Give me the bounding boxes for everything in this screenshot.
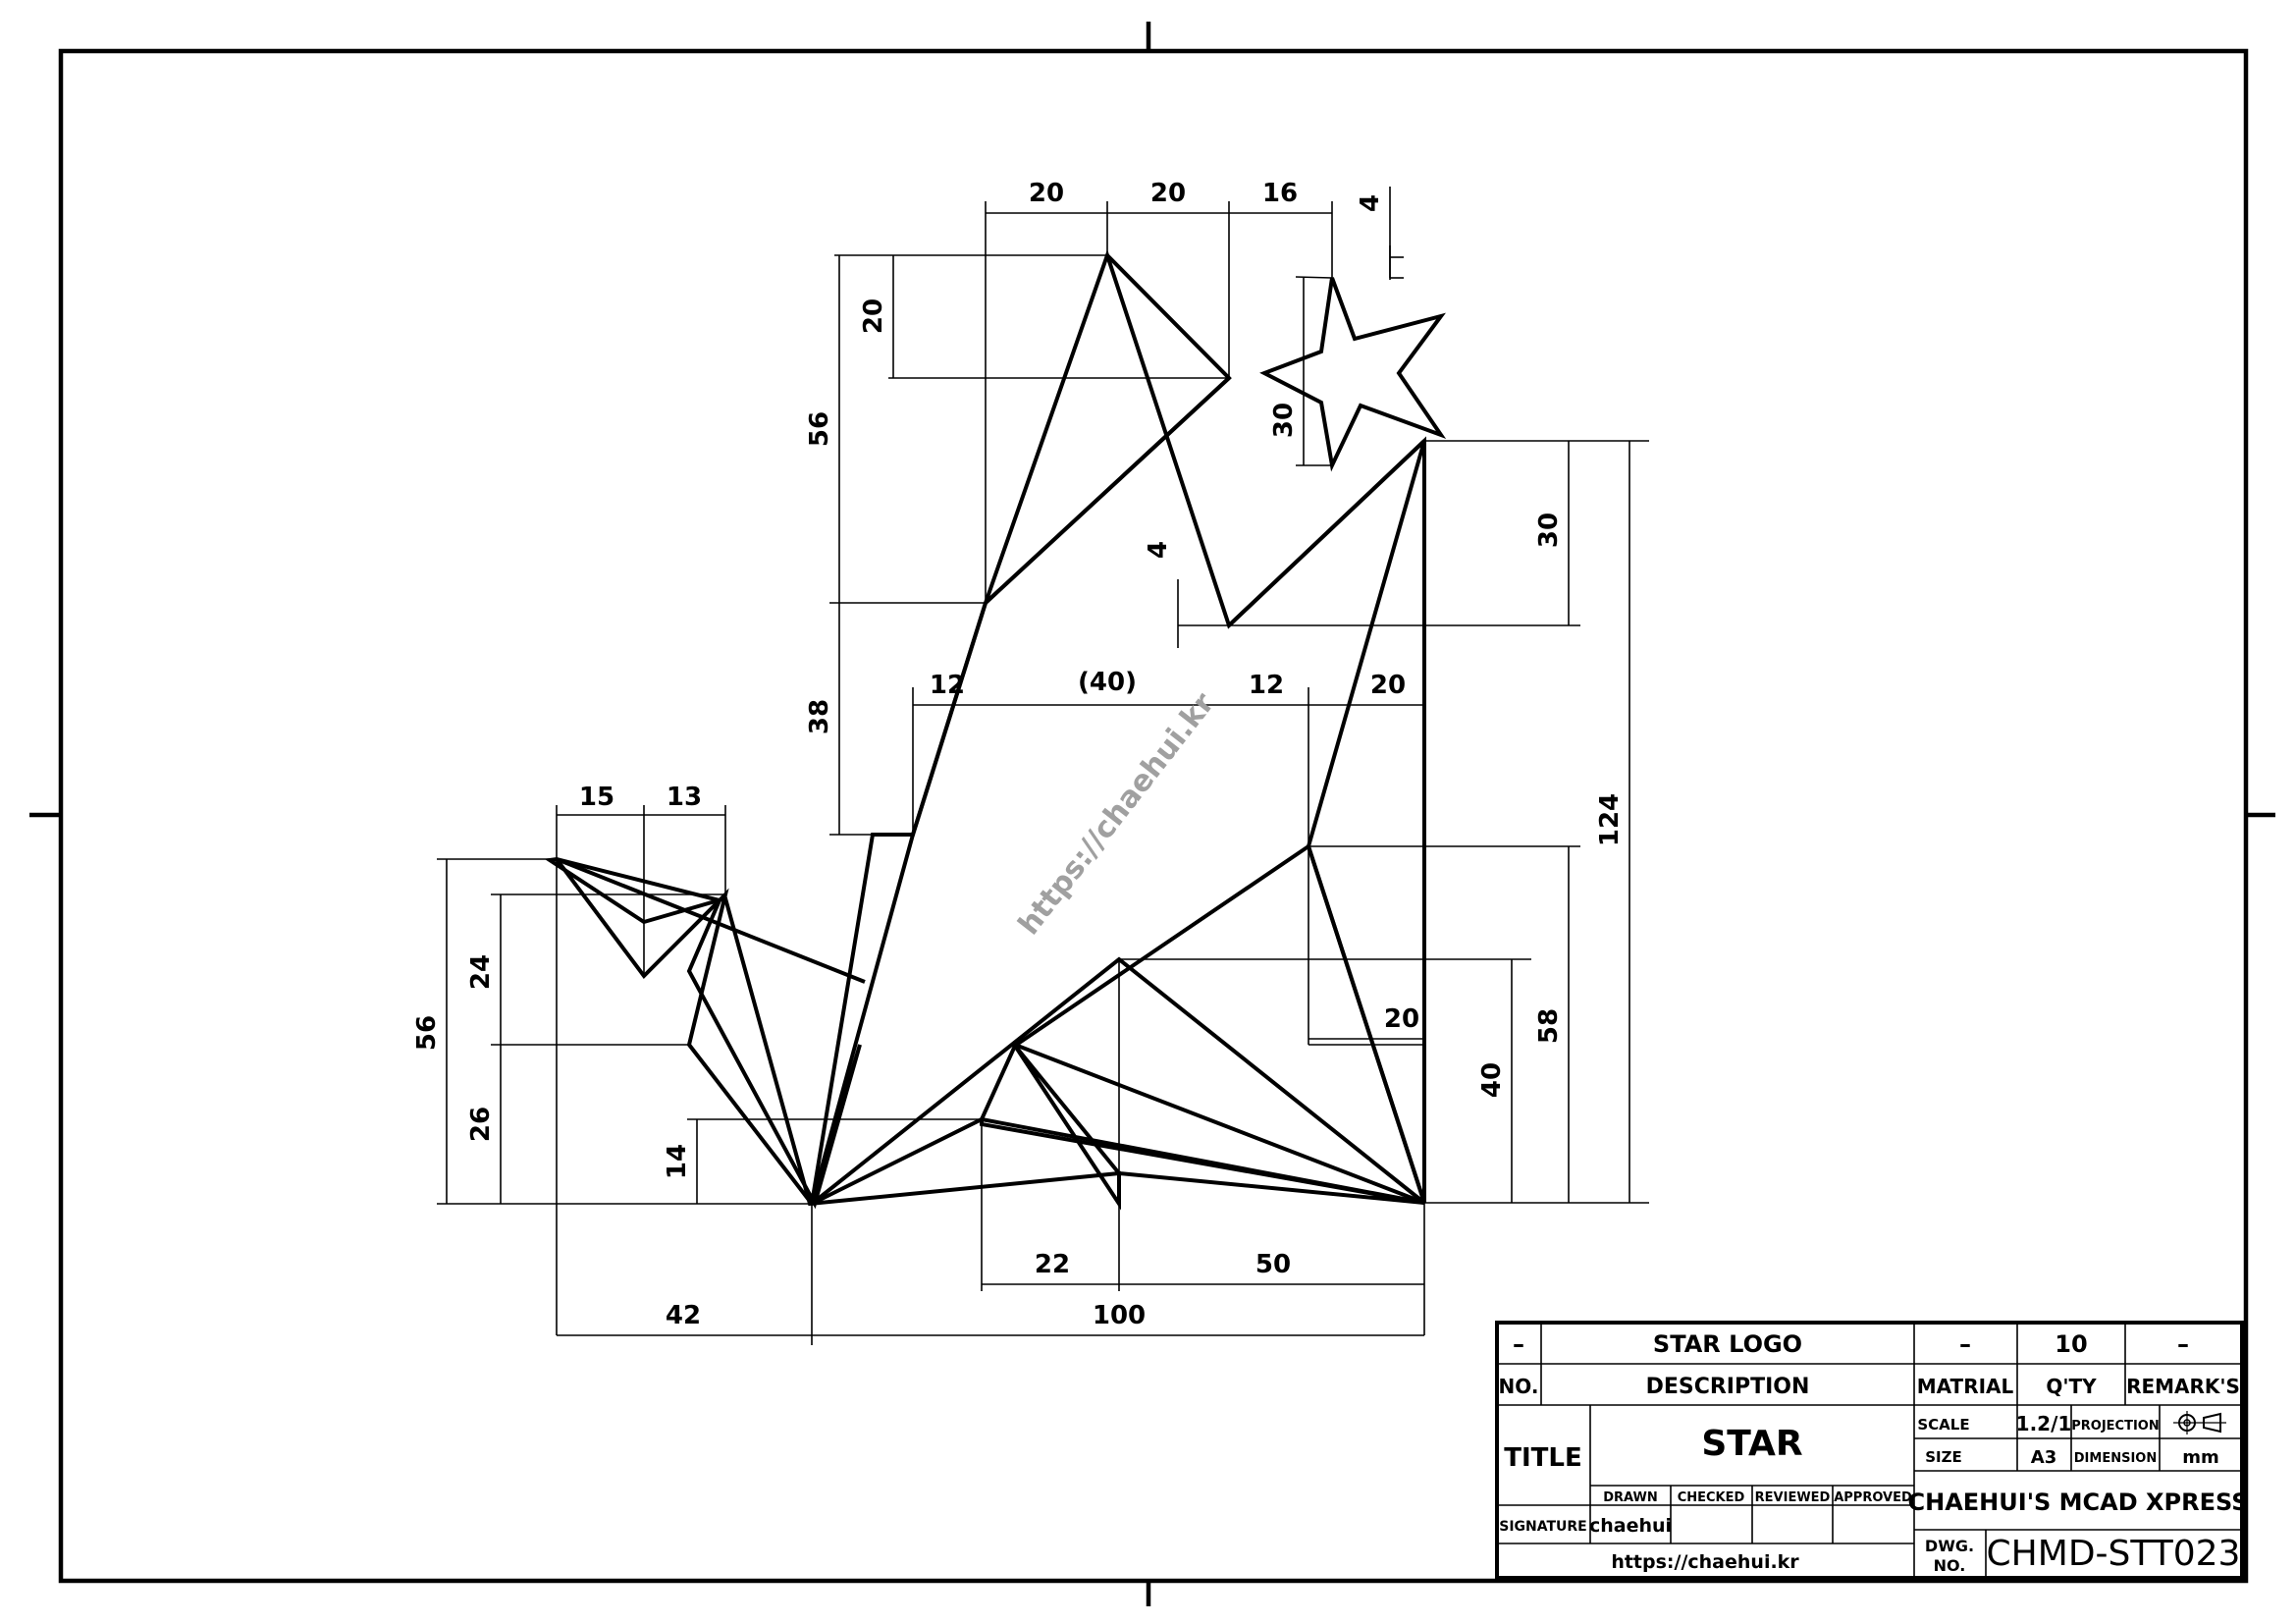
dim-top-4: 4 xyxy=(1356,194,1385,212)
dim-tail-14: 14 xyxy=(663,1144,692,1179)
title-label: TITLE xyxy=(1504,1443,1581,1473)
dim-bottom-22: 22 xyxy=(1035,1250,1070,1279)
dim-bottom-42: 42 xyxy=(666,1301,701,1330)
dim-low-20: 20 xyxy=(1384,1004,1419,1034)
dwg-no-label-2: NO. xyxy=(1934,1556,1966,1575)
dim-bottom-100: 100 xyxy=(1093,1301,1146,1330)
dim-mid-4: 4 xyxy=(1144,541,1173,559)
watermark-text: https://chaehui.kr xyxy=(1012,686,1222,942)
edge-d xyxy=(810,834,915,1205)
dwg-no-value: CHMD-STT023 xyxy=(1987,1534,2241,1574)
signature-label: SIGNATURE xyxy=(1499,1519,1587,1535)
edge-g xyxy=(556,857,866,984)
star-logo-geometry xyxy=(544,248,1447,1211)
dim-left-20: 20 xyxy=(859,298,888,334)
signature-drawn: chaehui xyxy=(1589,1515,1672,1537)
row1-remarks: – xyxy=(2177,1330,2189,1358)
dim-tail-26: 26 xyxy=(466,1107,496,1142)
size-value: A3 xyxy=(2031,1447,2056,1468)
dim-mid-40-reference: (40) xyxy=(1078,668,1137,697)
row1-material: – xyxy=(1959,1330,1971,1358)
size-label: SIZE xyxy=(1925,1448,1962,1466)
third-angle-projection-icon xyxy=(2173,1411,2226,1435)
scale-label: SCALE xyxy=(1917,1416,1969,1434)
dim-bottom-50: 50 xyxy=(1255,1250,1291,1279)
inner-diag xyxy=(1014,1043,1425,1205)
dimensions: 20 20 16 4 20 56 38 30 4 30 124 58 40 12… xyxy=(412,179,1649,1345)
dim-top-16: 16 xyxy=(1262,179,1298,208)
company-name: CHAEHUI'S MCAD XPRESS xyxy=(1908,1489,2249,1516)
title-block-frame xyxy=(1495,1321,2244,1580)
dim-mid-12b: 12 xyxy=(1249,671,1284,700)
signature-header-approved: APPROVED xyxy=(1834,1490,1912,1505)
dim-left-56: 56 xyxy=(805,411,834,447)
row1-qty: 10 xyxy=(2055,1330,2087,1358)
dim-tail-24: 24 xyxy=(466,954,496,990)
header-qty: Q'TY xyxy=(2046,1375,2097,1398)
dimension-label: DIMENSION xyxy=(2074,1451,2157,1466)
signature-header-reviewed: REVIEWED xyxy=(1755,1490,1831,1505)
large-star-outline xyxy=(544,248,1426,1211)
title-block: – STAR LOGO – 10 – NO. DESCRIPTION MATRI… xyxy=(1495,1321,2249,1580)
row1-description: STAR LOGO xyxy=(1653,1330,1802,1358)
dim-mid-20: 20 xyxy=(1370,671,1406,700)
dim-tail-56: 56 xyxy=(412,1015,442,1051)
dimension-lines xyxy=(446,187,1630,1336)
header-no: NO. xyxy=(1499,1375,1539,1398)
row1-no: – xyxy=(1513,1330,1524,1358)
website-text: https://chaehui.kr xyxy=(1611,1551,1799,1573)
edge-f xyxy=(1307,845,1426,1204)
dimension-labels: 20 20 16 4 20 56 38 30 4 30 124 58 40 12… xyxy=(412,179,1625,1330)
dim-right-30: 30 xyxy=(1534,513,1564,548)
dim-top-20a: 20 xyxy=(1029,179,1064,208)
edge-c xyxy=(911,602,988,836)
dwg-no-label-1: DWG. xyxy=(1925,1537,1974,1555)
dim-mid-12a: 12 xyxy=(930,671,965,700)
dim-right-40: 40 xyxy=(1477,1062,1507,1098)
header-material: MATRIAL xyxy=(1917,1375,2014,1398)
edge-a xyxy=(984,376,1231,605)
extension-lines xyxy=(437,201,1649,1345)
dim-tail-13: 13 xyxy=(667,783,702,812)
scale-value: 1.2/1 xyxy=(2016,1412,2072,1435)
dimension-value: mm xyxy=(2182,1447,2219,1468)
header-description: DESCRIPTION xyxy=(1646,1375,1810,1399)
signature-header-checked: CHECKED xyxy=(1678,1490,1745,1505)
title-block-grid xyxy=(1497,1323,2242,1578)
title-value: STAR xyxy=(1701,1424,1802,1464)
edge-e xyxy=(1307,440,1426,847)
header-remarks: REMARK'S xyxy=(2126,1375,2240,1398)
edge-b xyxy=(1227,439,1426,627)
small-star xyxy=(1259,277,1447,472)
dim-tail-15: 15 xyxy=(579,783,614,812)
dim-left-38: 38 xyxy=(805,699,834,734)
dim-top-20b: 20 xyxy=(1150,179,1186,208)
dim-star-30: 30 xyxy=(1269,403,1299,438)
dim-right-124: 124 xyxy=(1595,793,1625,846)
drawing-frame xyxy=(29,22,2275,1606)
projection-label: PROJECTION xyxy=(2071,1419,2159,1434)
dim-right-58: 58 xyxy=(1534,1008,1564,1044)
signature-header-drawn: DRAWN xyxy=(1603,1490,1658,1505)
